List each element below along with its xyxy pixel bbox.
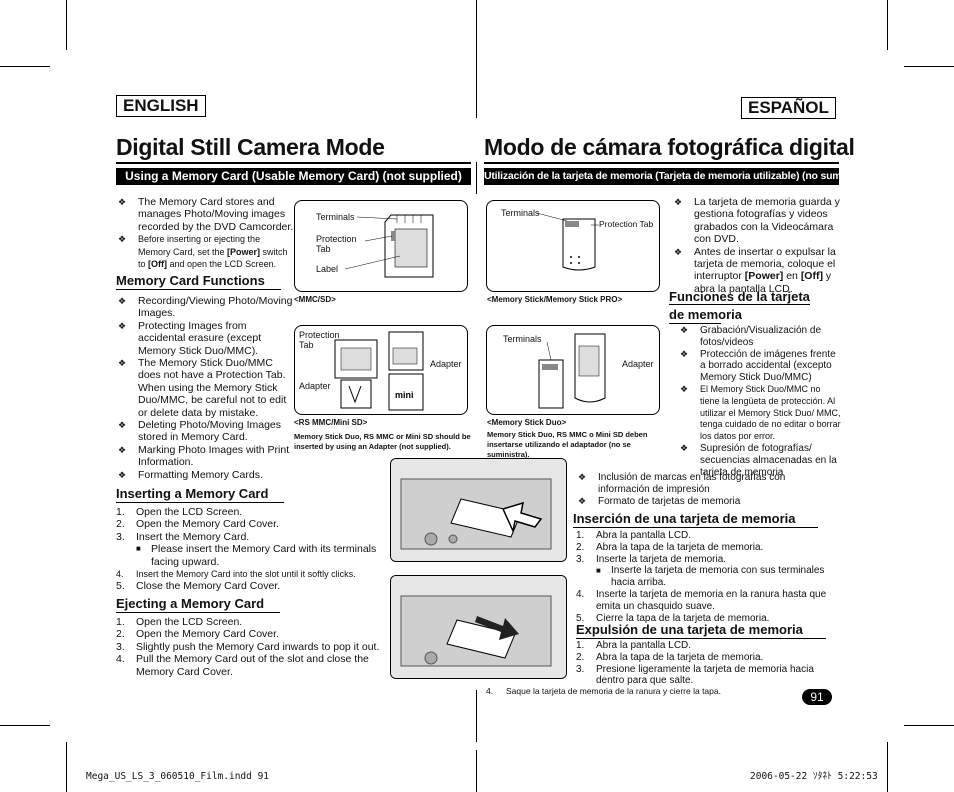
- english-ejecting-steps: 1.Open the LCD Screen. 2.Open the Memory…: [116, 616, 380, 678]
- bullet-icon: ❖: [118, 296, 127, 306]
- section-banner-spanish: Utilización de la tarjeta de memoria (Ta…: [484, 168, 839, 185]
- bullet-icon: ❖: [680, 442, 689, 453]
- bullet-icon: ❖: [674, 197, 683, 207]
- sd-card-icon: [344, 214, 434, 278]
- figure-memory-stick: Terminals Protection Tab: [486, 200, 660, 292]
- camcorder-eject-illustration: [391, 576, 566, 678]
- bullet-icon: ❖: [118, 320, 127, 331]
- heading-memory-card-functions: Memory Card Functions: [116, 273, 281, 290]
- english-intro: ❖The Memory Card stores and manages Phot…: [118, 196, 294, 270]
- heading-insercion-tarjeta: Inserción de una tarjeta de memoria: [573, 511, 818, 528]
- heading-inserting-memory-card: Inserting a Memory Card: [116, 486, 284, 503]
- bullet-icon: ❖: [118, 234, 127, 245]
- bullet-icon: ❖: [578, 495, 587, 506]
- crop-mark: [904, 725, 954, 726]
- crop-mark: [66, 0, 67, 50]
- spanish-inserting-steps: 1.Abra la pantalla LCD. 2.Abra la tapa d…: [576, 530, 827, 624]
- lang-badge-english: ENGLISH: [116, 95, 206, 117]
- figure-note: Memory Stick Duo, RS MMC or Mini SD shou…: [294, 432, 471, 451]
- heading-funciones-line2: de memoria: [669, 307, 742, 324]
- spanish-intro: ❖La tarjeta de memoria guarda y gestiona…: [674, 196, 840, 295]
- spanish-functions-list: ❖Grabación/Visualización de fotos/videos…: [680, 325, 841, 478]
- figure-mmc-sd: Terminals Protection Tab Label: [294, 200, 468, 292]
- english-inserting-steps: 1.Open the LCD Screen. 2.Open the Memory…: [116, 506, 377, 593]
- heading-expulsion-tarjeta: Expulsión de una tarjeta de memoria: [576, 622, 826, 639]
- crop-mark: [887, 742, 888, 792]
- bullet-icon: ❖: [680, 348, 689, 359]
- page-number: 91: [802, 689, 832, 705]
- crop-mark: [887, 0, 888, 50]
- figure-rs-mmc-mini-sd: mini Protection Tab Adapter Adapter: [294, 325, 468, 415]
- heading-ejecting-memory-card: Ejecting a Memory Card: [116, 596, 280, 613]
- photo-ejecting-card: [390, 575, 567, 679]
- bullet-icon: ❖: [118, 358, 127, 369]
- bullet-icon: ❖: [680, 383, 689, 394]
- bullet-icon: ❖: [578, 472, 587, 482]
- photo-inserting-card: [390, 458, 567, 562]
- heading-funciones-line1: Funciones de la tarjeta: [669, 289, 810, 305]
- crop-mark: [904, 66, 954, 67]
- figure-caption: <RS MMC/Mini SD>: [294, 418, 368, 427]
- crop-mark: [0, 66, 50, 67]
- footer-timestamp: 2006-05-22 ｿﾀﾈﾄ 5:22:53: [750, 771, 878, 782]
- column-divider: [476, 690, 477, 742]
- camcorder-insert-illustration: [391, 459, 566, 561]
- mini-sd-adapter-icon: mini: [334, 331, 424, 411]
- figure-caption: <Memory Stick Duo>: [487, 418, 567, 427]
- memory-stick-icon: [536, 212, 599, 271]
- title-rule: [116, 162, 471, 164]
- bullet-icon: ❖: [680, 325, 689, 335]
- bullet-icon: ❖: [118, 444, 127, 455]
- bullet-icon: ❖: [118, 469, 127, 480]
- title-rule: [484, 162, 839, 164]
- figure-caption: <Memory Stick/Memory Stick PRO>: [487, 295, 623, 304]
- spanish-functions-list-cont: ❖Inclusión de marcas en las fotografías …: [578, 472, 786, 507]
- figure-memory-stick-duo: Terminals Adapter: [486, 325, 660, 415]
- square-bullet-icon: ■: [136, 544, 141, 554]
- crop-mark: [66, 742, 67, 792]
- bullet-icon: ❖: [674, 246, 683, 257]
- footer-file-name: Mega_US_LS_3_060510_Film.indd 91: [86, 771, 270, 782]
- column-divider: [476, 162, 477, 194]
- center-fold-line: [476, 750, 477, 792]
- spanish-ejecting-steps: 1.Abra la pantalla LCD. 2.Abra la tapa d…: [576, 640, 814, 687]
- spanish-ejecting-last-step: 4.Saque la tarjeta de memoria de la ranu…: [486, 686, 721, 696]
- center-fold-line: [476, 0, 477, 118]
- crop-mark: [0, 725, 50, 726]
- memory-stick-duo-icon: [538, 333, 606, 409]
- section-banner-english: Using a Memory Card (Usable Memory Card)…: [116, 168, 471, 185]
- bullet-icon: ❖: [118, 197, 127, 207]
- figure-note: Memory Stick Duo, RS MMC o Mini SD deben…: [487, 430, 648, 459]
- bullet-icon: ❖: [118, 420, 127, 431]
- page-title-spanish: Modo de cámara fotográfica digital: [484, 134, 855, 160]
- svg-text:mini: mini: [395, 390, 414, 400]
- page-title-english: Digital Still Camera Mode: [116, 134, 385, 160]
- lang-badge-spanish: ESPAÑOL: [741, 97, 836, 119]
- english-functions-list: ❖Recording/Viewing Photo/Moving Images. …: [118, 295, 293, 481]
- square-bullet-icon: ■: [596, 566, 601, 576]
- figure-caption: <MMC/SD>: [294, 295, 336, 304]
